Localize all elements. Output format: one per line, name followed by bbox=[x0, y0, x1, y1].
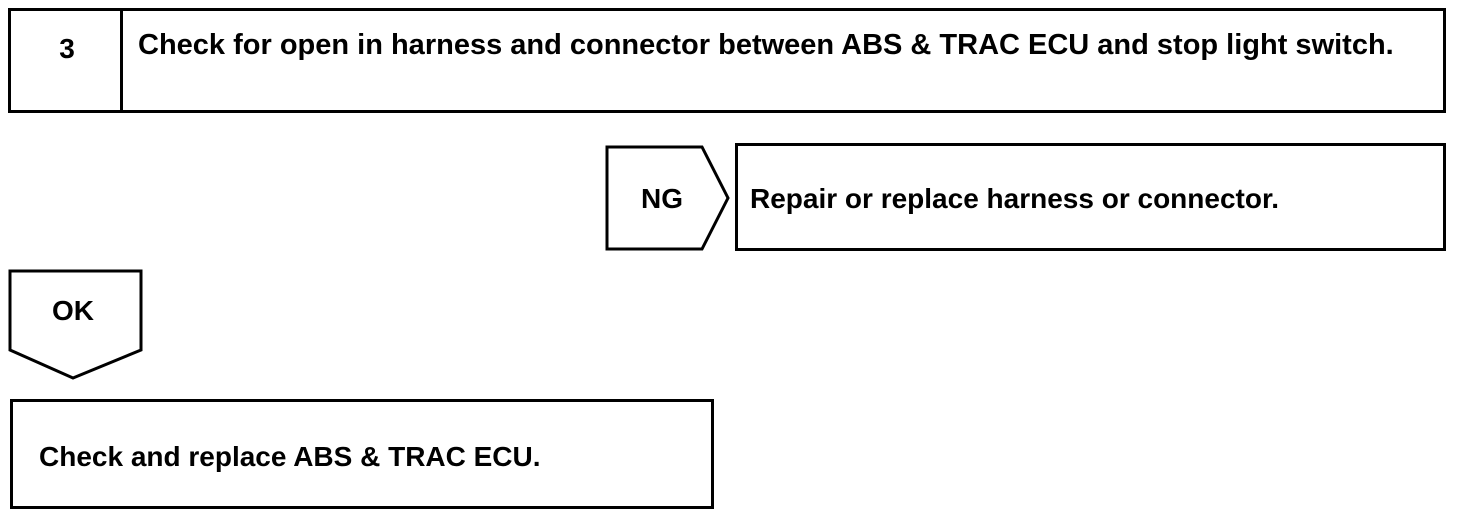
step-number-cell: 3 bbox=[11, 11, 123, 110]
ng-label: NG bbox=[641, 183, 683, 214]
ok-arrow: OK bbox=[8, 269, 143, 380]
step-number: 3 bbox=[59, 33, 75, 64]
final-action-box: Check and replace ABS & TRAC ECU. bbox=[10, 399, 714, 509]
ok-arrow-shape bbox=[8, 269, 143, 380]
ng-arrow: NG bbox=[605, 145, 730, 251]
step-title: Check for open in harness and connector … bbox=[138, 29, 1394, 61]
ng-result-box: Repair or replace harness or connector. bbox=[735, 143, 1446, 251]
step-box: 3 Check for open in harness and connecto… bbox=[8, 8, 1446, 113]
final-action-text: Check and replace ABS & TRAC ECU. bbox=[39, 441, 541, 472]
ng-arrow-shape bbox=[605, 145, 730, 251]
ng-result-text: Repair or replace harness or connector. bbox=[750, 183, 1280, 214]
ok-label: OK bbox=[52, 295, 94, 326]
